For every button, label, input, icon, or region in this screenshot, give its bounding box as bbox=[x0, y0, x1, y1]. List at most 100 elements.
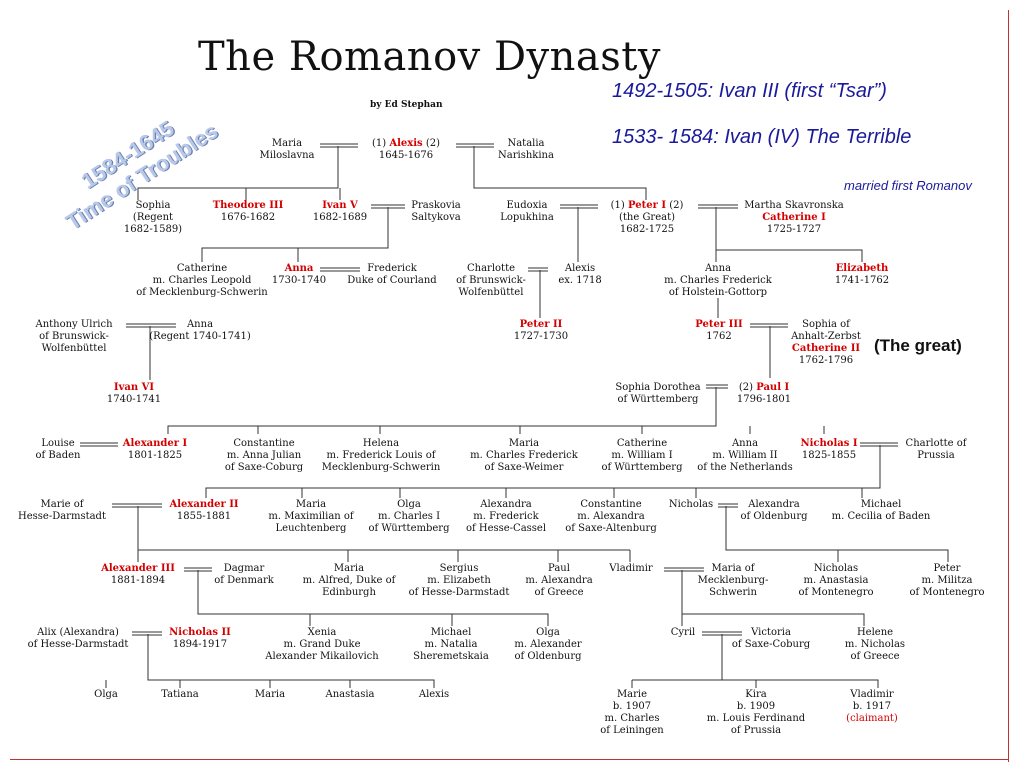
author-byline: by Ed Stephan bbox=[370, 100, 443, 110]
person-vladimir: Vladimir bbox=[609, 563, 653, 574]
descent-line bbox=[725, 506, 949, 562]
marriage-line bbox=[860, 442, 898, 447]
marriage-line bbox=[80, 442, 118, 447]
person-alix-hesse: Alix (Alexandra)of Hesse-Darmstadt bbox=[27, 627, 129, 650]
marriage-line bbox=[718, 503, 738, 508]
person-tatiana: Tatiana bbox=[161, 689, 199, 700]
marriage-line bbox=[706, 384, 728, 389]
descent-line bbox=[137, 146, 341, 200]
descent-line bbox=[631, 634, 879, 688]
person-anastasia: Anastasia bbox=[325, 689, 375, 700]
page-title: The Romanov Dynasty bbox=[198, 34, 661, 80]
descent-line bbox=[137, 506, 631, 562]
person-alexis: (1) Alexis (2) 1645-1676 bbox=[372, 138, 440, 161]
marriage-line bbox=[112, 503, 162, 508]
descent-line bbox=[205, 445, 881, 498]
descent-line bbox=[105, 634, 435, 688]
person-anna-regent: Anna(Regent 1740-1741) bbox=[149, 319, 251, 342]
person-cyril: Cyril bbox=[670, 627, 696, 638]
marriage-line bbox=[320, 143, 358, 148]
descent-line bbox=[167, 387, 825, 434]
descent-line bbox=[201, 207, 389, 262]
slide-border-bottom bbox=[10, 759, 1008, 760]
person-nicholas-son: Nicholas bbox=[668, 499, 714, 510]
marriage-line bbox=[132, 631, 162, 636]
marriage-line bbox=[456, 143, 494, 148]
person-alexis-son: Alexis bbox=[418, 689, 450, 700]
note-married-first-romanov: married first Romanov bbox=[844, 178, 972, 193]
slide-border-right bbox=[1008, 10, 1009, 762]
marriage-line bbox=[560, 204, 598, 209]
descent-line bbox=[681, 570, 865, 626]
marriage-line bbox=[664, 567, 704, 572]
marriage-line bbox=[528, 267, 548, 272]
note-ivan-iii: 1492-1505: Ivan III (first “Tsar”) bbox=[612, 80, 887, 102]
person-peter-i: (1) Peter I (2) (the Great)1682-1725 bbox=[610, 200, 684, 235]
marriage-line bbox=[320, 267, 360, 272]
descent-line bbox=[473, 146, 647, 200]
descent-line bbox=[715, 207, 863, 262]
person-maria: Maria bbox=[254, 689, 286, 700]
descent-line bbox=[197, 570, 549, 626]
person-olga: Olga bbox=[94, 689, 118, 700]
marriage-line bbox=[126, 323, 176, 328]
marriage-line bbox=[750, 323, 788, 328]
marriage-line bbox=[698, 204, 738, 209]
note-ivan-iv: 1533- 1584: Ivan (IV) The Terrible bbox=[612, 126, 912, 148]
